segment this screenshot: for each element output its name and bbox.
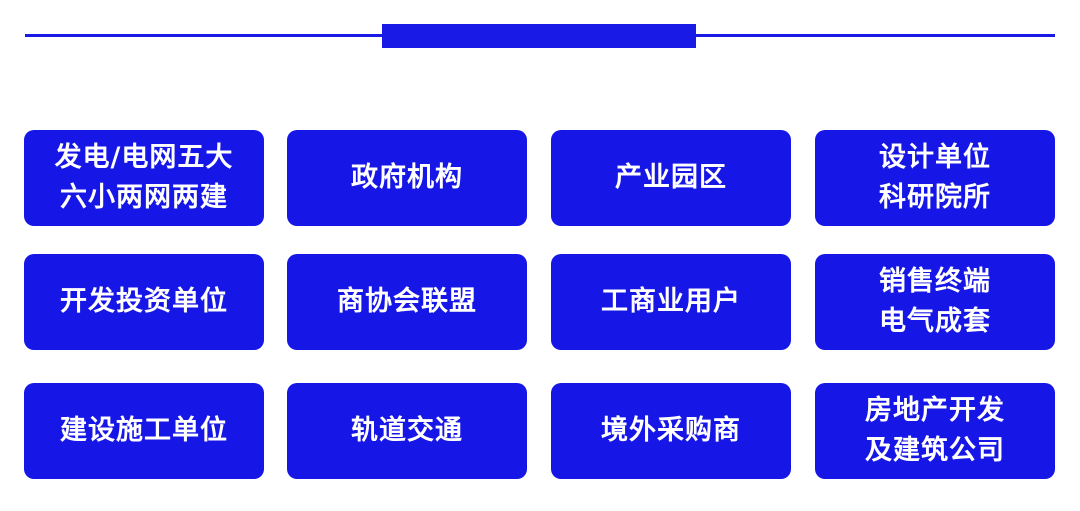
card-line: 房地产开发 — [865, 395, 1005, 426]
card-development-investment: 开发投资单位 — [24, 254, 264, 350]
card-line: 销售终端 — [879, 266, 991, 297]
card-line: 产业园区 — [615, 162, 727, 193]
card-overseas-buyers: 境外采购商 — [551, 383, 791, 479]
header-accent-bar — [382, 24, 696, 48]
card-line: 六小两网两建 — [60, 182, 228, 213]
card-line: 及建筑公司 — [865, 435, 1005, 466]
card-power-grid: 发电/电网五大 六小两网两建 — [24, 130, 264, 226]
card-government: 政府机构 — [287, 130, 527, 226]
card-line: 发电/电网五大 — [54, 142, 234, 173]
card-rail-transit: 轨道交通 — [287, 383, 527, 479]
card-line: 境外采购商 — [601, 415, 741, 446]
card-business-association: 商协会联盟 — [287, 254, 527, 350]
card-line: 设计单位 — [879, 142, 991, 173]
card-sales-terminal: 销售终端 电气成套 — [815, 254, 1055, 350]
card-line: 商协会联盟 — [337, 286, 477, 317]
card-industrial-park: 产业园区 — [551, 130, 791, 226]
card-line: 科研院所 — [879, 182, 991, 213]
card-construction: 建设施工单位 — [24, 383, 264, 479]
card-commercial-users: 工商业用户 — [551, 254, 791, 350]
card-real-estate: 房地产开发 及建筑公司 — [815, 383, 1055, 479]
card-line: 开发投资单位 — [60, 286, 228, 317]
card-line: 电气成套 — [879, 306, 991, 337]
card-line: 建设施工单位 — [60, 415, 228, 446]
card-design-research: 设计单位 科研院所 — [815, 130, 1055, 226]
card-line: 工商业用户 — [601, 286, 741, 317]
card-line: 轨道交通 — [351, 415, 463, 446]
card-line: 政府机构 — [351, 162, 463, 193]
